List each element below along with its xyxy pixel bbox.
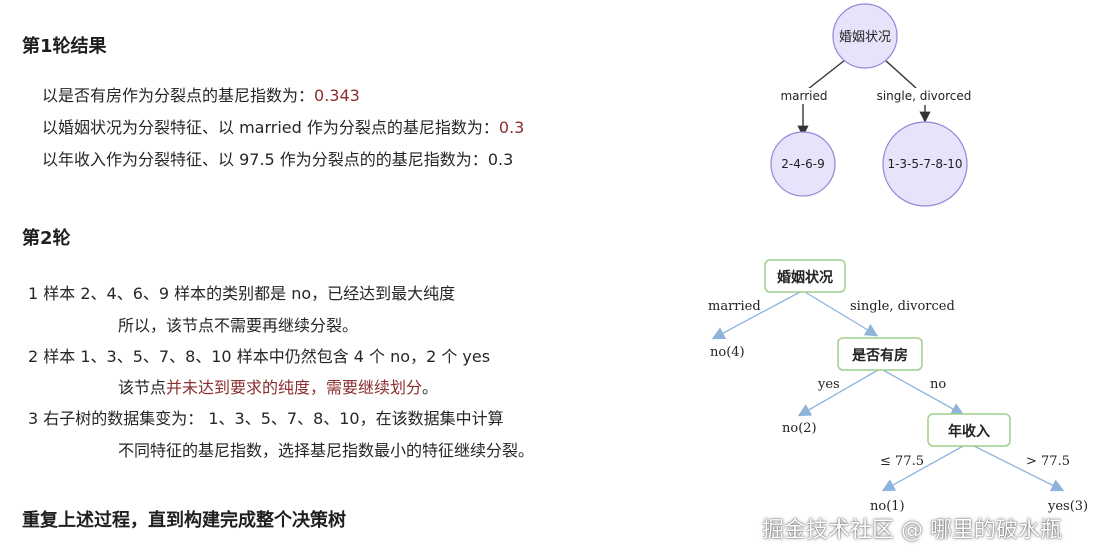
tree1-left-edge-label: married xyxy=(780,89,827,103)
round2-item2-suffix: 。 xyxy=(422,378,439,397)
tree1-right-leaf-label: 1-3-5-7-8-10 xyxy=(887,157,962,171)
tree2-le-label: ≤ 77.5 xyxy=(880,454,924,469)
tree1-left-edge-bg xyxy=(777,88,831,104)
round2-title: 第2轮 xyxy=(22,228,71,249)
round1-line-income-value: 0.3 xyxy=(487,150,514,169)
tree2-root-box xyxy=(764,259,846,293)
tree1-left-leaf-label: 2-4-6-9 xyxy=(781,157,825,171)
tree2-leaf-no1: no(1) xyxy=(870,499,905,514)
watermark-text: 掘金技术社区 @ 哪里的破水瓶 xyxy=(762,518,1062,543)
tree2-root-label: 婚姻状况 xyxy=(777,269,833,286)
tree1-right-leaf-node xyxy=(882,121,968,207)
tree1-left-leaf-node xyxy=(770,131,836,197)
round1-line-marital-value: 0.3 xyxy=(498,118,525,137)
round2-item2-line2: 该节点并未达到要求的纯度，需要继续划分。 xyxy=(118,374,438,398)
round1-line-income-text: 以年收入作为分裂特征、以 97.5 作为分裂点的的基尼指数为： xyxy=(42,150,488,169)
round1-line-marital: 以婚姻状况为分裂特征、以 married 作为分裂点的基尼指数为：0.3 xyxy=(42,114,524,138)
tree2-leaf-no2: no(2) xyxy=(782,421,817,436)
round2-item2-line1: 2 样本 1、3、5、7、8、10 样本中仍然包含 4 个 no，2 个 yes xyxy=(28,347,491,366)
tree2-married-label: married xyxy=(708,299,761,314)
tree2-edge-le xyxy=(881,444,966,492)
tree2-edge-married xyxy=(711,291,801,340)
tree1-edge-left-upper xyxy=(802,59,846,94)
round2-item2-highlight: 并未达到要求的纯度，需要继续划分 xyxy=(166,378,423,397)
tree2-house-label: 是否有房 xyxy=(852,347,908,364)
round2-item2-prefix: 该节点 xyxy=(118,378,167,397)
tree1-right-edge-bg xyxy=(874,88,974,104)
tree2-edge-single xyxy=(804,291,879,337)
tree1-root-node xyxy=(832,3,898,69)
tree2-no-label: no xyxy=(930,377,946,392)
tree2-income-label: 年收入 xyxy=(948,423,990,440)
round2-item1-line2: 所以，该节点不需要再继续分裂。 xyxy=(118,316,359,335)
round2-item3-line1: 3 右子树的数据集变为： 1、3、5、7、8、10，在该数据集中计算 xyxy=(28,409,504,428)
tree2-edge-no xyxy=(882,369,965,416)
tree2-gt-label: > 77.5 xyxy=(1026,454,1070,469)
round1-line-house-value: 0.343 xyxy=(314,86,360,105)
round1-line-house-text: 以是否有房作为分裂点的基尼指数为： xyxy=(42,86,315,105)
tree2-income-box xyxy=(927,413,1011,447)
round1-line-marital-text: 以婚姻状况为分裂特征、以 married 作为分裂点的基尼指数为： xyxy=(42,118,499,137)
tree1-right-edge-label: single, divorced xyxy=(877,89,972,103)
round1-line-income: 以年收入作为分裂特征、以 97.5 作为分裂点的的基尼指数为：0.3 xyxy=(42,146,513,170)
round2-item3-line2: 不同特征的基尼指数，选择基尼指数最小的特征继续分裂。 xyxy=(118,441,535,460)
conclusion: 重复上述过程，直到构建完成整个决策树 xyxy=(22,510,346,531)
tree2-edge-yes xyxy=(797,369,879,417)
tree1-edge-right-upper xyxy=(884,59,917,89)
tree2-single-label: single, divorced xyxy=(850,299,955,314)
tree2-edge-gt xyxy=(971,444,1065,492)
tree2-yes-label: yes xyxy=(817,377,840,392)
tree2-leaf-yes3: yes(3) xyxy=(1047,499,1088,514)
round1-line-house: 以是否有房作为分裂点的基尼指数为：0.343 xyxy=(42,82,360,106)
tree2-house-box xyxy=(837,337,923,371)
round2-item1-line1: 1 样本 2、4、6、9 样本的类别都是 no，已经达到最大纯度 xyxy=(28,284,456,303)
round1-title: 第1轮结果 xyxy=(22,36,107,57)
tree2-leaf-no4: no(4) xyxy=(710,345,745,360)
tree1-root-label: 婚姻状况 xyxy=(839,30,891,45)
